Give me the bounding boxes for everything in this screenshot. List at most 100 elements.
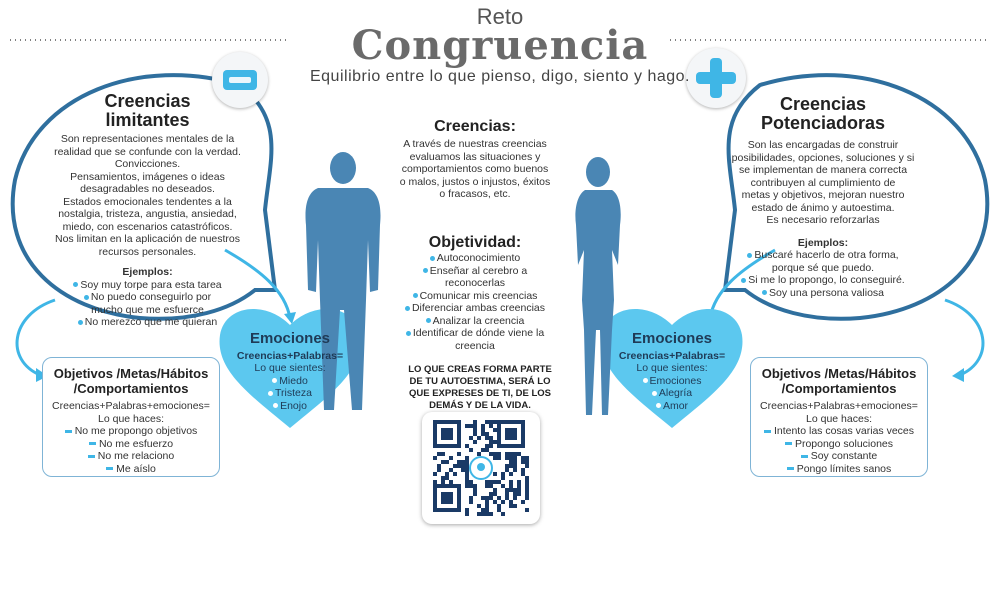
closing-line: LO QUE CREAS FORMA PARTE: [408, 364, 552, 375]
qr-module: [501, 476, 505, 480]
center-objectivity: Objetividad: Autoconocimiento Enseñar al…: [390, 234, 560, 352]
qr-module: [485, 448, 489, 452]
bullet-icon: [655, 403, 661, 409]
qr-module: [469, 448, 473, 452]
qr-module: [497, 496, 501, 500]
qr-module: [489, 496, 493, 500]
qr-module: [485, 420, 489, 424]
objectivity-title: Objetividad:: [428, 234, 522, 251]
qr-module: [481, 432, 485, 436]
desc-line: contribuyen al cumplimiento de: [750, 176, 896, 189]
plus-icon: [686, 48, 746, 108]
text-line: o malos, justos o injustos, éxitos: [399, 175, 551, 188]
right-speech-bubble: [722, 73, 990, 321]
left-examples-label: Ejemplos:: [122, 266, 173, 278]
qr-module: [525, 480, 529, 484]
qr-module: [481, 448, 485, 452]
qr-module: [457, 452, 461, 456]
qr-module: [485, 512, 489, 516]
bullet-icon: [412, 293, 418, 299]
qr-module: [445, 476, 449, 480]
list-item: Me aíslo: [43, 463, 219, 476]
text-line: comportamientos como buenos: [401, 163, 549, 175]
text-line: o fracasos, etc.: [439, 188, 511, 200]
qr-module: [473, 424, 477, 428]
qr-finder: [433, 420, 461, 448]
qr-module: [493, 472, 497, 476]
qr-module: [513, 488, 517, 492]
dash-icon: [87, 454, 95, 458]
qr-module: [509, 484, 513, 488]
left-speech-bubble: [10, 73, 278, 321]
qr-module: [457, 464, 461, 468]
qr-module: [481, 496, 485, 500]
left-box-title-line1: Objetivos /Metas/Hábitos: [53, 366, 209, 381]
qr-module: [513, 492, 517, 496]
qr-module: [493, 420, 497, 424]
dash-icon: [786, 467, 794, 471]
left-title-line2: limitantes: [105, 110, 190, 130]
qr-module: [465, 484, 469, 488]
left-description: Son representaciones mentales de la real…: [45, 133, 250, 258]
qr-module: [509, 504, 513, 508]
left-behaviour-box: Objetivos /Metas/Hábitos /Comportamiento…: [42, 357, 220, 477]
qr-module: [521, 472, 525, 476]
qr-module: [477, 512, 481, 516]
qr-module: [465, 476, 469, 480]
right-emotions-formula: Creencias+Palabras=: [618, 350, 726, 362]
qr-module: [485, 436, 489, 440]
right-title-line1: Creencias: [779, 94, 867, 114]
main-title: Congruencia: [351, 22, 649, 69]
bullet-icon: [404, 305, 410, 311]
right-arrow-to-box: [944, 298, 985, 377]
right-title-line2: Potenciadoras: [760, 113, 886, 133]
qr-module: [485, 480, 489, 484]
dash-icon: [88, 442, 96, 446]
list-item: Alegría: [604, 387, 740, 400]
qr-module: [461, 464, 465, 468]
list-item: No me esfuerzo: [43, 438, 219, 451]
qr-module: [485, 484, 489, 488]
qr-module: [525, 492, 529, 496]
list-item: reconocerlas: [444, 277, 506, 289]
qr-module: [517, 492, 521, 496]
qr-module: [473, 492, 477, 496]
qr-module: [505, 496, 509, 500]
qr-module: [449, 468, 453, 472]
desc-line: se implementan de manera correcta: [738, 164, 908, 176]
left-arrow-head-heart: [284, 312, 296, 324]
list-item: porque sé que puedo.: [771, 261, 875, 274]
left-emotions-formula: Creencias+Palabras=: [236, 350, 344, 362]
qr-module: [525, 484, 529, 488]
qr-module: [473, 420, 477, 424]
bullet-icon: [272, 378, 278, 384]
left-box-label: Lo que haces:: [98, 412, 164, 425]
dash-icon: [763, 429, 771, 433]
qr-module: [469, 484, 473, 488]
right-box-title-line1: Objetivos /Metas/Hábitos: [761, 366, 917, 381]
qr-module: [509, 452, 513, 456]
bullet-icon: [268, 390, 274, 396]
qr-module: [489, 424, 493, 428]
qr-module: [469, 436, 473, 440]
qr-module: [497, 508, 501, 512]
qr-module: [485, 496, 489, 500]
qr-module: [473, 432, 477, 436]
qr-module: [493, 480, 497, 484]
qr-module: [481, 424, 485, 428]
qr-module: [465, 468, 469, 472]
qr-module: [469, 424, 473, 428]
qr-module: [441, 476, 445, 480]
qr-module: [465, 444, 469, 448]
qr-module: [497, 480, 501, 484]
qr-module: [485, 508, 489, 512]
qr-module: [433, 456, 437, 460]
right-heart: [601, 308, 743, 428]
list-item: Emociones: [604, 375, 740, 388]
qr-code-icon[interactable]: [422, 412, 540, 524]
desc-line: Es necesario reforzarlas: [766, 214, 880, 226]
desc-line: Pensamientos, imágenes o ideas: [70, 170, 225, 183]
qr-module: [497, 456, 501, 460]
list-item: Autoconocimiento: [390, 252, 560, 265]
qr-logo-dot: [477, 463, 485, 471]
